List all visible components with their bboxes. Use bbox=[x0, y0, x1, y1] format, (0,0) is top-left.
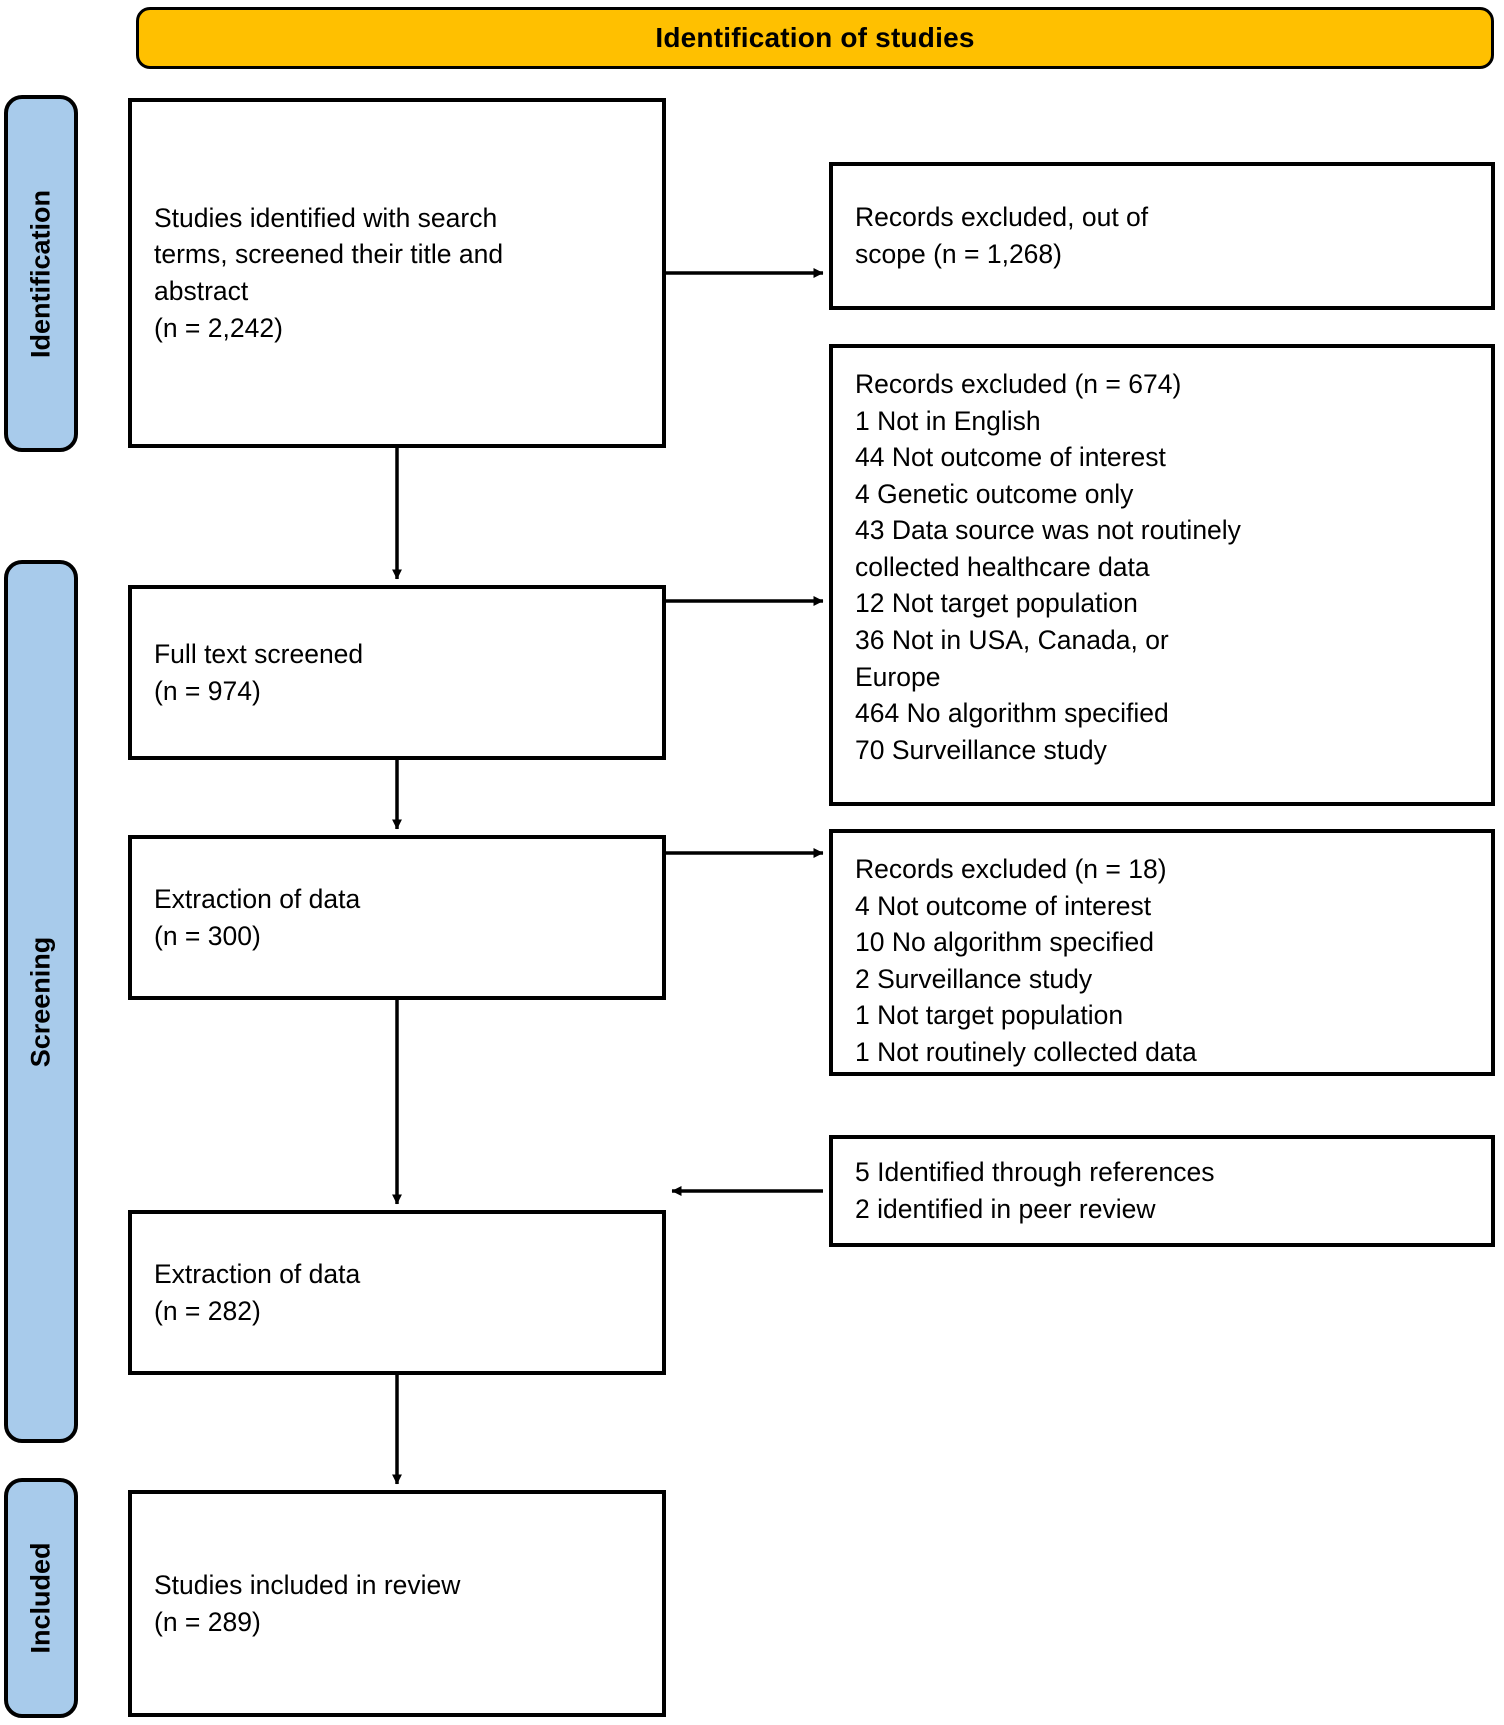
box-full-text-screened-count: (n = 974) bbox=[154, 675, 261, 706]
stage-rail-screening: Screening bbox=[4, 560, 78, 1443]
box-studies-included-in-review-label: Studies included in review bbox=[154, 1569, 461, 1600]
box-records-identified-through-references: 5 Identified through references bbox=[855, 1157, 1215, 1188]
box-records-excluded-out-of-scope-line-2: scope (n = 1,268) bbox=[855, 239, 1062, 269]
box-records-excluded-674-reason-8: 70 Surveillance study bbox=[855, 734, 1107, 765]
box-records-excluded-18-heading: Records excluded (n = 18) bbox=[855, 854, 1167, 884]
box-records-excluded-18: Records excluded (n = 18) 4 Not outcome … bbox=[829, 829, 1495, 1076]
box-studies-identified-line-3: abstract bbox=[154, 276, 249, 306]
box-records-excluded-674-reason-1: 1 Not in English bbox=[855, 405, 1041, 436]
box-records-excluded-674-reason-5: 12 Not target population bbox=[855, 588, 1138, 619]
box-records-excluded-out-of-scope: Records excluded, out of scope (n = 1,26… bbox=[829, 162, 1495, 310]
identification-of-studies-banner: Identification of studies bbox=[136, 7, 1494, 69]
stage-rail-screening-label: Screening bbox=[25, 936, 56, 1067]
stage-rail-included: Included bbox=[4, 1478, 78, 1718]
box-full-text-screened-label: Full text screened bbox=[154, 638, 364, 669]
box-records-excluded-674-reason-4-cont: collected healthcare data bbox=[855, 551, 1150, 582]
box-records-excluded-674: Records excluded (n = 674) 1 Not in Engl… bbox=[829, 344, 1495, 806]
box-extraction-of-data-300: Extraction of data (n = 300) bbox=[128, 835, 666, 1000]
box-studies-included-in-review: Studies included in review (n = 289) bbox=[128, 1490, 666, 1717]
box-studies-identified-line-2: terms, screened their title and bbox=[154, 239, 504, 270]
box-extraction-of-data-282-label: Extraction of data bbox=[154, 1258, 361, 1289]
box-studies-included-in-review-count: (n = 289) bbox=[154, 1606, 261, 1637]
stage-rail-identification: Identification bbox=[4, 95, 78, 452]
box-records-identified-other-sources: 5 Identified through references 2 identi… bbox=[829, 1135, 1495, 1247]
box-extraction-of-data-300-count: (n = 300) bbox=[154, 920, 261, 951]
box-records-excluded-18-reason-5: 1 Not routinely collected data bbox=[855, 1036, 1197, 1067]
stage-rail-identification-label: Identification bbox=[25, 189, 56, 358]
box-records-excluded-out-of-scope-line-1: Records excluded, out of bbox=[855, 202, 1149, 233]
box-records-excluded-18-reason-2: 10 No algorithm specified bbox=[855, 927, 1155, 958]
box-studies-identified: Studies identified with search terms, sc… bbox=[128, 98, 666, 448]
box-records-excluded-674-reason-3: 4 Genetic outcome only bbox=[855, 478, 1134, 509]
box-full-text-screened: Full text screened (n = 974) bbox=[128, 585, 666, 760]
box-records-excluded-674-reason-6-cont: Europe bbox=[855, 661, 941, 692]
box-extraction-of-data-282: Extraction of data (n = 282) bbox=[128, 1210, 666, 1375]
box-records-excluded-674-heading: Records excluded (n = 674) bbox=[855, 369, 1182, 399]
stage-rail-included-label: Included bbox=[25, 1542, 56, 1654]
box-records-excluded-674-reason-4: 43 Data source was not routinely bbox=[855, 515, 1241, 546]
box-extraction-of-data-282-count: (n = 282) bbox=[154, 1295, 261, 1326]
box-studies-identified-count: (n = 2,242) bbox=[154, 312, 283, 343]
box-records-identified-in-peer-review: 2 identified in peer review bbox=[855, 1194, 1156, 1224]
box-records-excluded-18-reason-1: 4 Not outcome of interest bbox=[855, 890, 1152, 921]
box-records-excluded-674-reason-2: 44 Not outcome of interest bbox=[855, 442, 1166, 473]
box-records-excluded-674-reason-7: 464 No algorithm specified bbox=[855, 698, 1169, 729]
box-records-excluded-674-reason-6: 36 Not in USA, Canada, or bbox=[855, 624, 1169, 655]
box-records-excluded-18-reason-4: 1 Not target population bbox=[855, 1000, 1124, 1031]
box-extraction-of-data-300-label: Extraction of data bbox=[154, 883, 361, 914]
banner-title: Identification of studies bbox=[655, 22, 975, 53]
box-studies-identified-line-1: Studies identified with search bbox=[154, 202, 498, 233]
box-records-excluded-18-reason-3: 2 Surveillance study bbox=[855, 963, 1093, 994]
